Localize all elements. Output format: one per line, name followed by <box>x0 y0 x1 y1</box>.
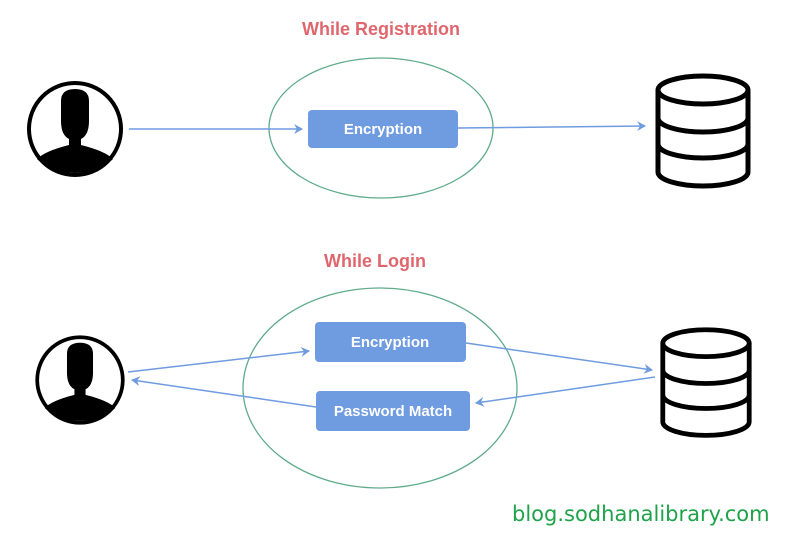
arrow-encryption-to-database-login <box>465 342 653 374</box>
arrow-match-to-user <box>131 376 317 408</box>
arrow-database-to-match <box>475 376 656 407</box>
registration-title: While Registration <box>302 19 460 39</box>
watermark-link[interactable]: blog.sodhanalibrary.com <box>512 502 770 526</box>
login-encryption-box <box>315 322 466 362</box>
registration-database-icon <box>658 76 748 186</box>
login-title: While Login <box>324 251 426 271</box>
registration-encryption-label: Encryption <box>344 121 422 138</box>
password-match-label: Password Match <box>334 403 452 420</box>
arrow-user-to-login-encryption <box>127 346 310 373</box>
registration-user-icon <box>27 81 123 177</box>
login-database-icon <box>663 330 749 436</box>
registration-encryption-box <box>308 110 458 148</box>
arrow-encryption-to-database <box>457 121 646 132</box>
login-encryption-label: Encryption <box>351 334 429 351</box>
password-match-box <box>316 391 470 431</box>
login-process-ellipse <box>242 287 518 489</box>
login-user-icon <box>35 335 125 425</box>
